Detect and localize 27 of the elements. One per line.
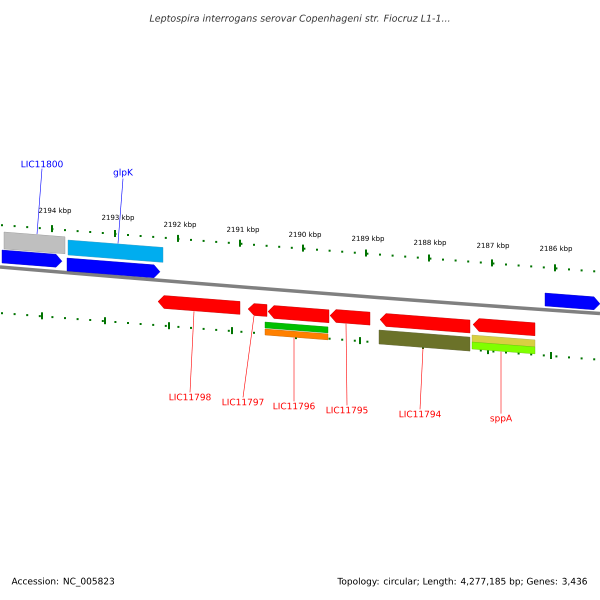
title: Leptospira interrogans serovar Copenhageni str. Fiocruz L1-1... [150, 14, 450, 24]
gene-label: LIC11800 [22, 160, 63, 168]
gene-label: LIC11798 [170, 394, 211, 400]
leader-line [36, 168, 42, 234]
gene-feature [378, 313, 470, 352]
footer-text: Accession: NC_005823 [12, 578, 114, 586]
gene-label: sppA [490, 414, 512, 424]
gene-feature [472, 318, 536, 354]
leader-line [420, 348, 424, 410]
gene-label: glpK [114, 168, 134, 178]
gene-feature [330, 309, 370, 326]
gene-label: LIC11795 [326, 406, 368, 414]
footer-text: Topology: circular; Length: 4,277,185 bp; Genes: 3,436 [337, 578, 587, 586]
leader-line [242, 316, 254, 398]
leader-line [500, 352, 502, 414]
gene-label: LIC11794 [400, 410, 441, 418]
gene-feature [264, 305, 330, 340]
leader-line [346, 323, 348, 406]
leader-line [190, 311, 194, 393]
gene-feature [158, 295, 240, 315]
gene-label: LIC11796 [274, 402, 315, 410]
gene-feature [544, 292, 600, 310]
leader-line [118, 178, 124, 244]
gene-feature [248, 303, 268, 317]
gene-feature [2, 232, 66, 268]
gene-label: LIC11797 [222, 398, 264, 406]
gene-feature [66, 240, 164, 278]
